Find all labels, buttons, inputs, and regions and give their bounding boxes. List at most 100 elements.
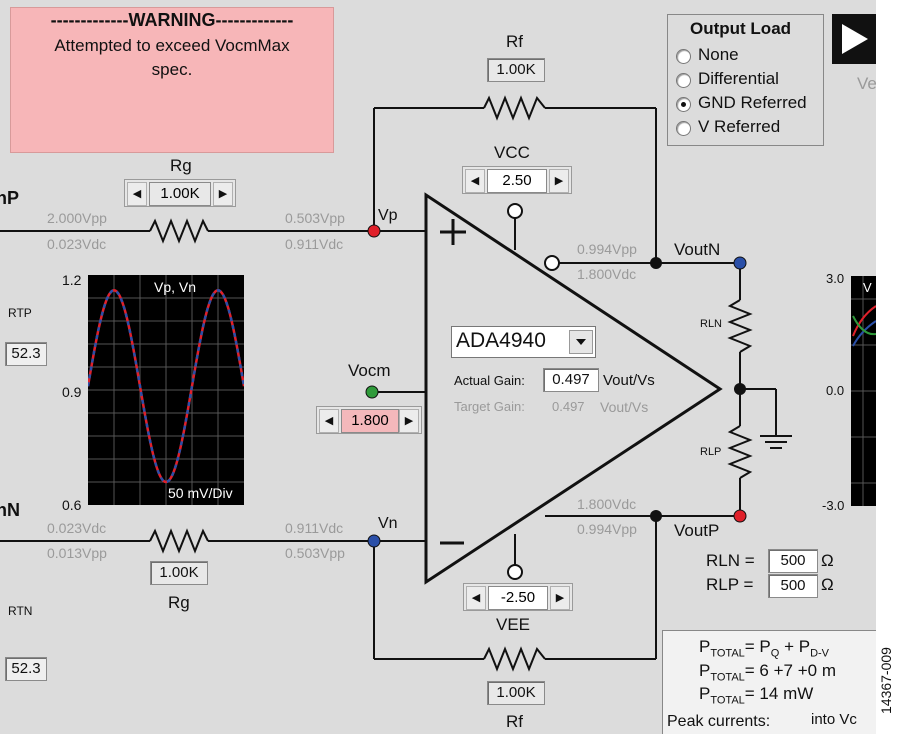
output-load-title: Output Load (690, 19, 792, 38)
voutp-dc: 1.800Vdc (577, 496, 637, 512)
part-select-value: ADA4940 (456, 329, 546, 352)
voutn-dc: 1.800Vdc (577, 266, 637, 282)
rg-top-increment[interactable]: ▶ (213, 182, 233, 206)
power-line-2: PTOTAL= 6 +7 +0 m (699, 661, 836, 684)
input-bottom-label-partial: nN (0, 500, 20, 520)
actual-gain-unit: Vout/Vs (603, 372, 655, 389)
rg-bottom-value[interactable]: 1.00K (150, 561, 208, 585)
warning-line2: spec. (151, 60, 193, 79)
rtn-value[interactable]: 52.3 (5, 657, 47, 681)
rln-equation-label: RLN = (706, 551, 755, 570)
vee-value[interactable]: -2.50 (488, 586, 548, 610)
voutp-pp: 0.994Vpp (577, 521, 637, 537)
rlp-value[interactable]: 500 (768, 574, 818, 598)
figure-id: 14367-009 (878, 647, 894, 714)
rg-top-resistor (149, 218, 209, 244)
voutn-pp: 0.994Vpp (577, 241, 637, 257)
scope-y-min: 0.6 (62, 497, 82, 513)
rlp-ohm: Ω (821, 575, 834, 594)
target-gain-value: 0.497 (552, 399, 585, 414)
vp-pp: 0.503Vpp (285, 210, 345, 226)
voutp-node (733, 509, 747, 523)
right-scope-y-top: 3.0 (826, 271, 845, 286)
vee-spinner[interactable]: ◀ -2.50 ▶ (463, 583, 573, 611)
scope-scale: 50 mV/Div (168, 485, 233, 501)
rf-bottom-label: Rf (506, 712, 523, 731)
voutn-node (733, 256, 747, 270)
vn-pp: 0.503Vpp (285, 545, 345, 561)
target-gain-unit: Vout/Vs (600, 399, 649, 415)
radio-none[interactable] (676, 49, 691, 64)
vee-pin (507, 564, 523, 580)
radio-differential-label: Differential (698, 69, 779, 88)
scope-plot: Vp, Vn 50 mV/Div (86, 275, 246, 505)
rln-resistor (727, 299, 753, 353)
run-button[interactable] (832, 14, 876, 64)
radio-gnd-referred[interactable] (676, 97, 691, 112)
rf-bottom-value[interactable]: 1.00K (487, 681, 545, 705)
rtn-label: RTN (8, 604, 33, 618)
scope-series-vn (86, 289, 246, 484)
input-top-dc: 0.023Vdc (47, 236, 107, 252)
vocm-decrement[interactable]: ◀ (319, 409, 339, 433)
rg-bottom-resistor (149, 528, 209, 554)
radio-v-referred[interactable] (676, 121, 691, 136)
vp-dc: 0.911Vdc (285, 236, 344, 252)
power-line-1: PTOTAL= PQ + PD-V (699, 637, 830, 660)
play-icon (842, 24, 868, 54)
chevron-down-icon (576, 339, 586, 345)
vcc-spinner[interactable]: ◀ 2.50 ▶ (462, 166, 572, 194)
vee-increment[interactable]: ▶ (550, 586, 570, 610)
vcc-increment[interactable]: ▶ (549, 169, 569, 193)
rg-top-value[interactable]: 1.00K (149, 182, 211, 206)
vee-label: VEE (496, 615, 531, 634)
vocm-value[interactable]: 1.800 (341, 409, 399, 433)
output-scope-title-partial: V (863, 280, 872, 295)
scope-title: Vp, Vn (154, 279, 197, 295)
radio-none-label: None (698, 45, 739, 64)
rlp-resistor (727, 425, 753, 479)
radio-v-referred-label: V Referred (698, 117, 781, 136)
vcc-label: VCC (494, 143, 530, 162)
output-bubble (544, 255, 560, 271)
vee-decrement[interactable]: ◀ (466, 586, 486, 610)
vn-dc: 0.911Vdc (285, 520, 344, 536)
radio-differential[interactable] (676, 73, 691, 88)
peak-currents-into: into Vc (811, 711, 857, 728)
rg-top-spinner[interactable]: ◀ 1.00K ▶ (124, 179, 236, 207)
vocm-increment[interactable]: ▶ (399, 409, 419, 433)
input-bottom-dc: 0.023Vdc (47, 520, 107, 536)
output-scope-plot: V (851, 276, 876, 506)
scope-y-mid: 0.9 (62, 384, 82, 400)
vcc-decrement[interactable]: ◀ (465, 169, 485, 193)
vp-node (367, 224, 381, 238)
simulator-canvas: -------------WARNING------------- Attemp… (0, 0, 876, 734)
op-amp-triangle (424, 192, 723, 585)
rtp-value[interactable]: 52.3 (5, 342, 47, 366)
rln-value[interactable]: 500 (768, 549, 818, 573)
warning-line1: Attempted to exceed VocmMax (54, 36, 290, 55)
vcc-value[interactable]: 2.50 (487, 169, 547, 193)
peak-currents-label: Peak currents: (667, 713, 771, 730)
radio-gnd-referred-label: GND Referred (698, 93, 807, 112)
vn-node (367, 534, 381, 548)
input-top-label-partial: nP (0, 188, 20, 208)
right-scope-y-bot: -3.0 (822, 498, 845, 513)
circuit-schematic (0, 95, 792, 672)
power-line-3: PTOTAL= 14 mW (699, 684, 814, 707)
rg-top-decrement[interactable]: ◀ (127, 182, 147, 206)
rg-bottom-label: Rg (168, 593, 190, 612)
input-top-pp: 2.000Vpp (47, 210, 107, 226)
vocm-spinner[interactable]: ◀ 1.800 ▶ (316, 406, 422, 434)
rf-top-value[interactable]: 1.00K (487, 58, 545, 82)
right-scope-y-mid: 0.0 (826, 383, 845, 398)
part-select[interactable]: ADA4940 (451, 326, 596, 358)
load-junction (734, 383, 746, 395)
scope-y-max: 1.2 (62, 272, 82, 288)
input-bottom-pp: 0.013Vpp (47, 545, 107, 561)
target-gain-label: Target Gain: (454, 399, 525, 414)
view-label-partial: Ve (857, 74, 876, 93)
dropdown-button[interactable] (569, 330, 593, 354)
rf-top-label: Rf (506, 32, 523, 51)
rlp-equation-label: RLP = (706, 575, 754, 594)
